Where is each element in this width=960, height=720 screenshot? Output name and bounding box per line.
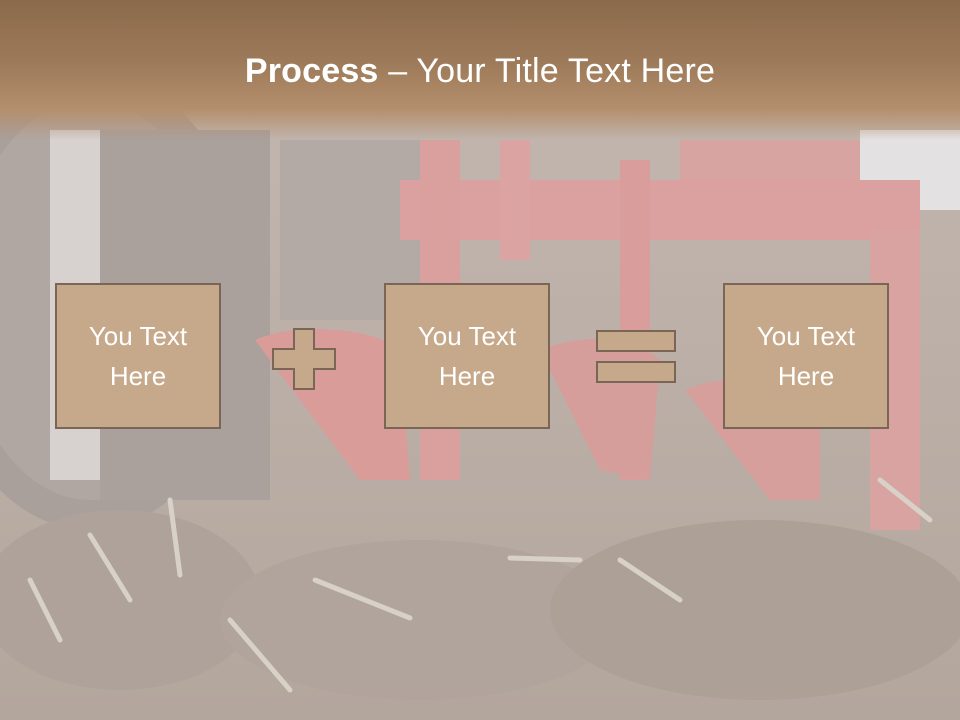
text-box-2-line1: You Text [417, 321, 517, 351]
text-box-3[interactable]: You Text Here [723, 283, 889, 429]
title-rest: – Your Title Text Here [378, 52, 716, 90]
equals-icon [596, 330, 676, 383]
title-bar [0, 0, 960, 140]
text-box-2[interactable]: You Text Here [384, 283, 550, 429]
text-box-1[interactable]: You Text Here [55, 283, 221, 429]
text-box-1-line1: You Text [88, 321, 188, 351]
text-box-1-line2: Here [109, 361, 167, 391]
slide-title: Process – Your Title Text Here [0, 52, 960, 91]
text-box-3-line1: You Text [756, 321, 856, 351]
text-box-3-line2: Here [777, 361, 835, 391]
plus-icon [272, 328, 336, 390]
title-bold: Process [244, 52, 379, 90]
text-box-2-line2: Here [438, 361, 496, 391]
